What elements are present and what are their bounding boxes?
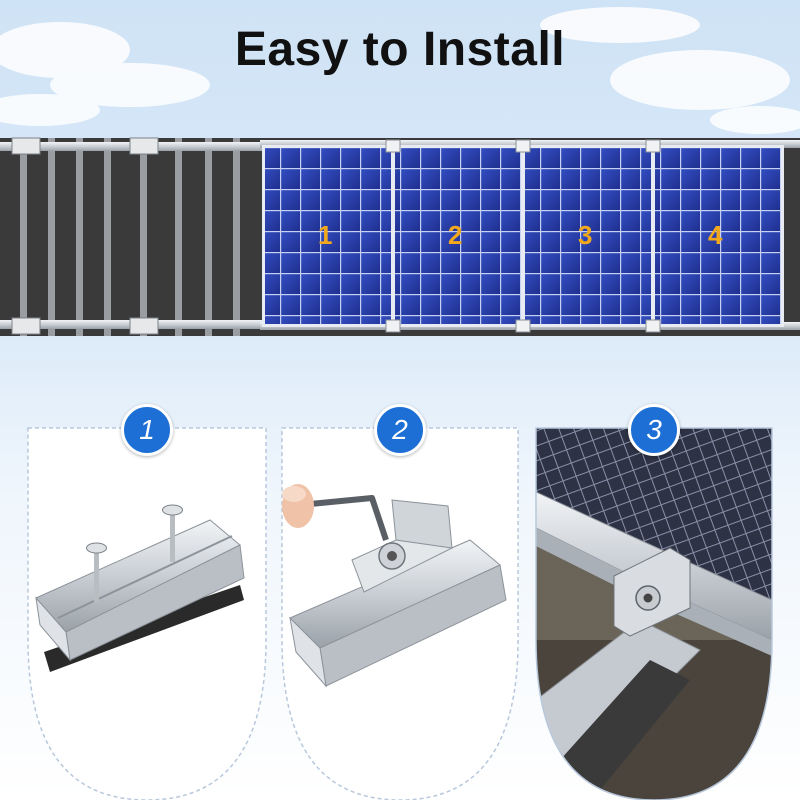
panel-number-2: 2 <box>448 220 463 250</box>
step-card-2 <box>281 427 519 800</box>
panel-number-4: 4 <box>708 220 723 250</box>
solar-panel-1 <box>265 148 391 324</box>
panel-number-1: 1 <box>318 220 333 250</box>
page-title: Easy to Install <box>234 23 566 76</box>
solar-panel-array <box>262 139 784 333</box>
step-badge-2: 2 <box>374 404 426 456</box>
end-clamp-rail <box>289 499 507 688</box>
step-card-1 <box>27 427 267 800</box>
roof-clamps <box>11 137 159 335</box>
panel-number-3: 3 <box>578 220 593 250</box>
step-badge-3: 3 <box>628 404 680 456</box>
hand-icon <box>282 484 314 528</box>
mid-clamp-rail <box>35 519 245 672</box>
solar-panel-4 <box>655 148 781 324</box>
roof-seams <box>20 138 240 336</box>
step-badge-1: 1 <box>121 404 173 456</box>
solar-panel-2 <box>395 148 521 324</box>
hex-key-icon <box>299 495 389 541</box>
step-card-3 <box>535 427 773 800</box>
bolt-icon <box>86 504 183 602</box>
solar-panel-3 <box>525 148 651 324</box>
sky-clouds <box>0 7 800 134</box>
panel-clamps <box>385 139 661 333</box>
